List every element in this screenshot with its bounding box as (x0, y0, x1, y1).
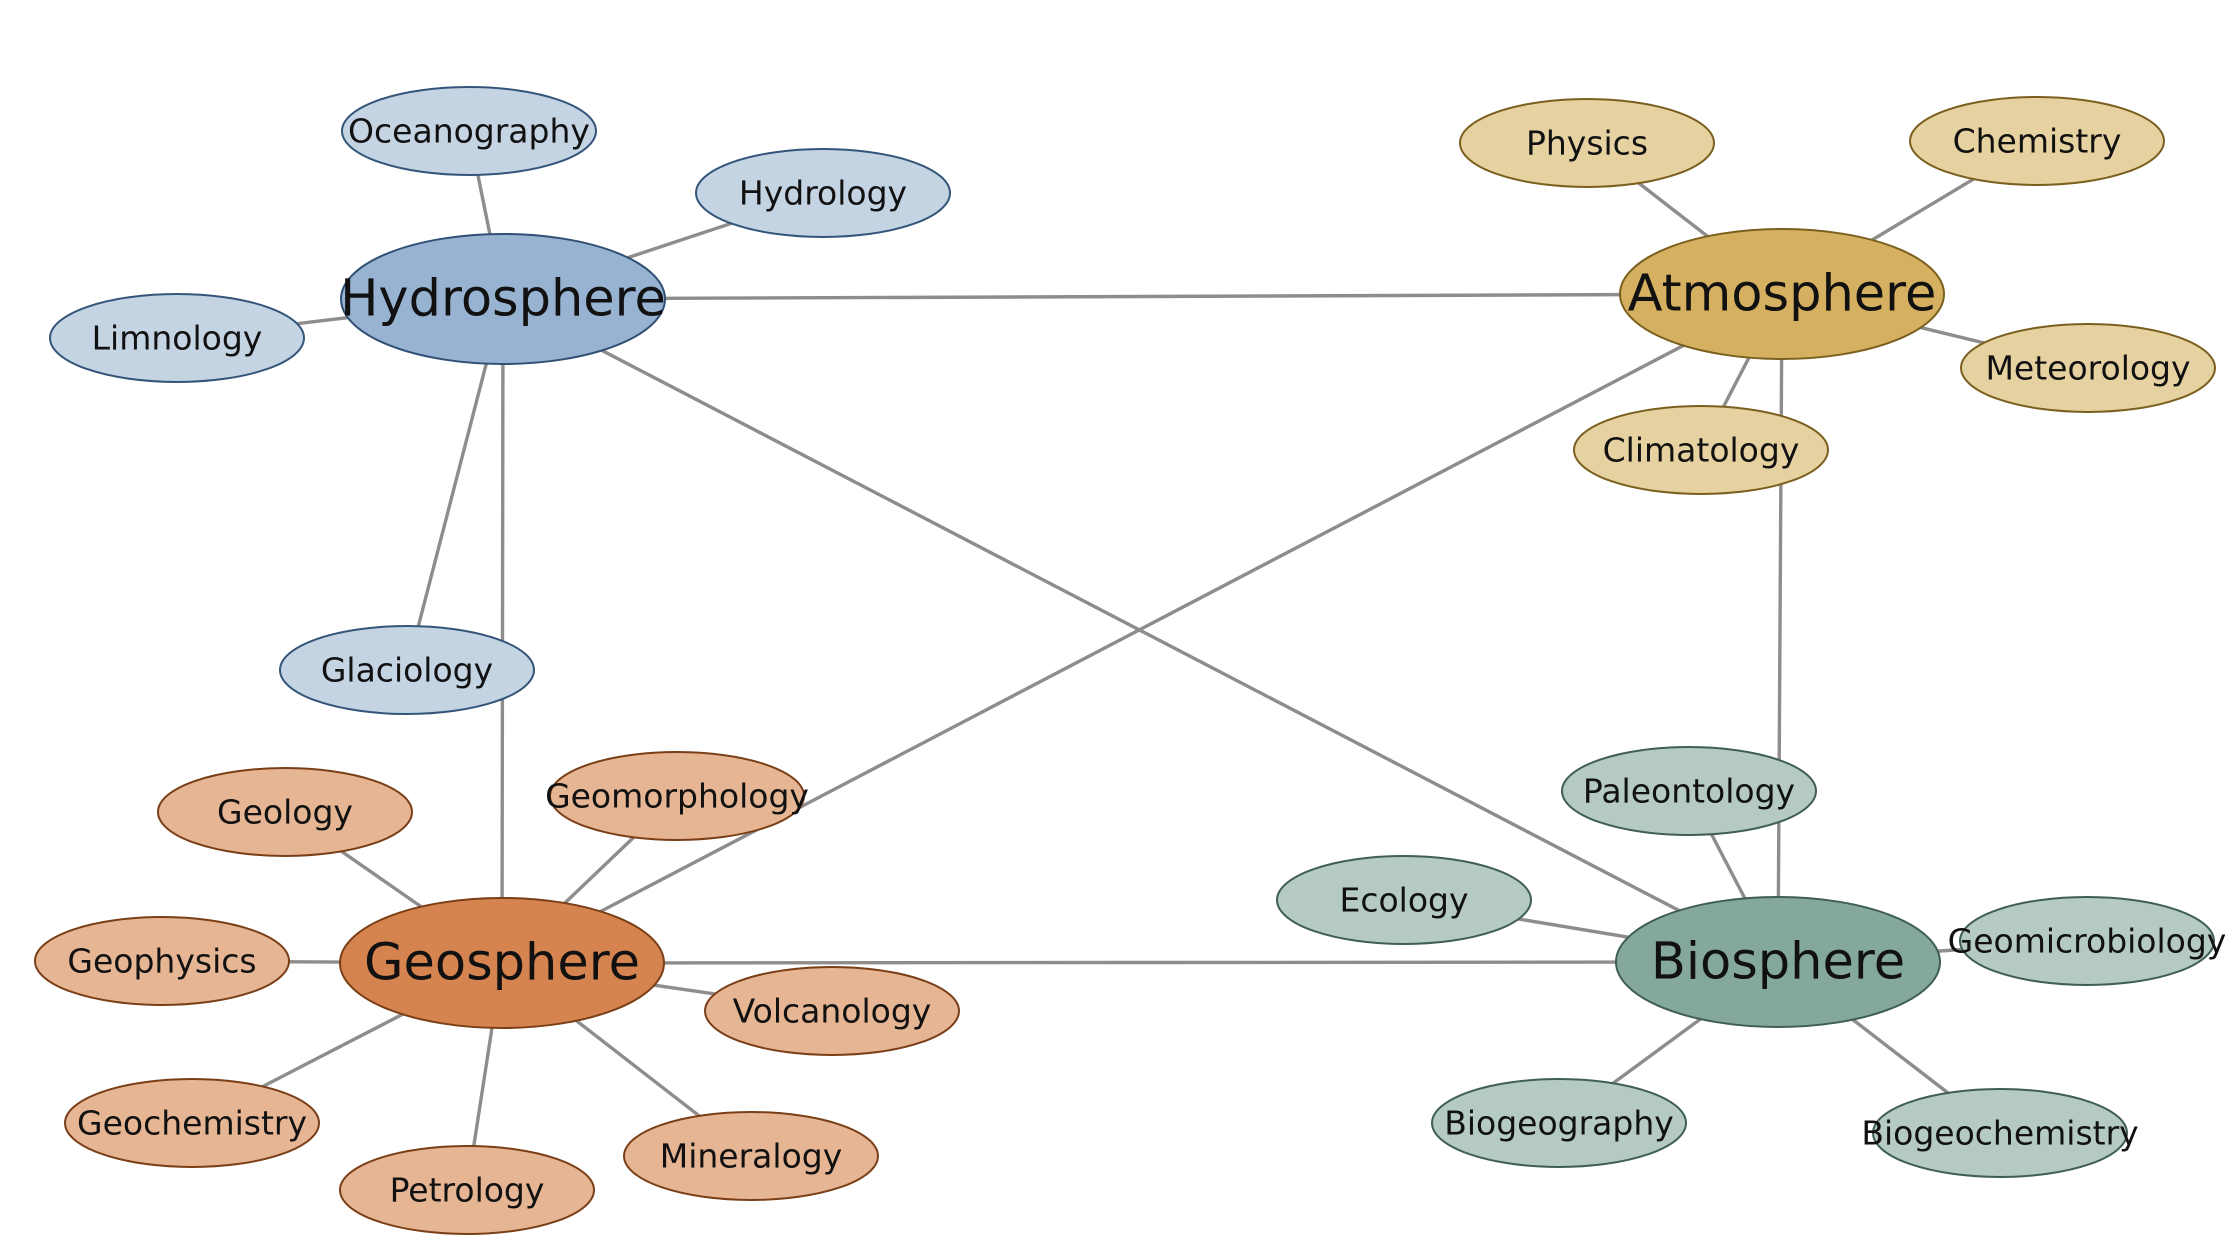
biogeochemistry-ellipse (1872, 1088, 2128, 1178)
geomicrobiology-ellipse (1959, 896, 2215, 986)
node-ecology: Ecology (1276, 855, 1532, 945)
physics-ellipse (1459, 98, 1715, 188)
ecology-label: Ecology (1339, 881, 1468, 920)
geology-label: Geology (217, 793, 353, 832)
node-volcanology: Volcanology (704, 966, 960, 1056)
node-limnology: Limnology (49, 293, 305, 383)
link-atmosphere-biosphere (1776, 293, 1784, 963)
node-atmosphere: Atmosphere (1619, 228, 1945, 360)
petrology-label: Petrology (390, 1171, 545, 1210)
node-glaciology: Glaciology (279, 625, 535, 715)
mineralogy-label: Mineralogy (660, 1137, 842, 1176)
hydrosphere-ellipse (340, 233, 666, 365)
node-physics: Physics (1459, 98, 1715, 188)
link-hydrosphere-atmosphere (502, 292, 1783, 301)
node-climatology: Climatology (1573, 405, 1829, 495)
meteorology-ellipse (1960, 323, 2216, 413)
node-meteorology: Meteorology (1960, 323, 2216, 413)
geomicrobiology-label: Geomicrobiology (1948, 922, 2227, 961)
node-biogeography: Biogeography (1431, 1078, 1687, 1168)
oceanography-label: Oceanography (348, 112, 590, 151)
geophysics-label: Geophysics (67, 942, 256, 981)
node-geophysics: Geophysics (34, 916, 290, 1006)
geomorphology-ellipse (549, 751, 805, 841)
node-hydrology: Hydrology (695, 148, 951, 238)
link-atmosphere-geosphere (501, 292, 1783, 965)
node-biogeochemistry: Biogeochemistry (1861, 1088, 2139, 1178)
geochemistry-label: Geochemistry (77, 1104, 307, 1143)
hydrology-label: Hydrology (739, 174, 907, 213)
node-chemistry: Chemistry (1909, 96, 2165, 186)
node-petrology: Petrology (339, 1145, 595, 1235)
biosphere-ellipse (1615, 896, 1941, 1028)
volcanology-label: Volcanology (733, 992, 932, 1031)
hydrology-ellipse (695, 148, 951, 238)
physics-label: Physics (1526, 124, 1648, 163)
link-geosphere-biosphere (501, 960, 1779, 965)
glaciology-ellipse (279, 625, 535, 715)
node-hydrosphere: Hydrosphere (340, 233, 666, 365)
climatology-ellipse (1573, 405, 1829, 495)
node-geochemistry: Geochemistry (64, 1078, 320, 1168)
nodes-layer: OceanographyHydrologyLimnologyGlaciology… (34, 86, 2227, 1235)
meteorology-label: Meteorology (1985, 349, 2190, 388)
chemistry-label: Chemistry (1953, 122, 2122, 161)
biogeochemistry-label: Biogeochemistry (1861, 1114, 2138, 1153)
limnology-label: Limnology (92, 319, 263, 358)
paleontology-label: Paleontology (1583, 772, 1795, 811)
glaciology-label: Glaciology (321, 651, 493, 690)
ecology-ellipse (1276, 855, 1532, 945)
geosphere-ellipse (339, 897, 665, 1029)
limnology-ellipse (49, 293, 305, 383)
node-mineralogy: Mineralogy (623, 1111, 879, 1201)
chemistry-ellipse (1909, 96, 2165, 186)
node-geology: Geology (157, 767, 413, 857)
hydrosphere-label: Hydrosphere (340, 270, 666, 329)
atmosphere-label: Atmosphere (1628, 265, 1937, 324)
paleontology-ellipse (1561, 746, 1817, 836)
climatology-label: Climatology (1603, 431, 1800, 470)
link-hydrosphere-geosphere (500, 298, 505, 964)
node-biosphere: Biosphere (1615, 896, 1941, 1028)
atmosphere-ellipse (1619, 228, 1945, 360)
geomorphology-label: Geomorphology (545, 777, 809, 816)
mineralogy-ellipse (623, 1111, 879, 1201)
petrology-ellipse (339, 1145, 595, 1235)
biogeography-label: Biogeography (1444, 1104, 1674, 1143)
node-geomicrobiology: Geomicrobiology (1948, 896, 2227, 986)
node-oceanography: Oceanography (341, 86, 597, 176)
oceanography-ellipse (341, 86, 597, 176)
geology-ellipse (157, 767, 413, 857)
geosphere-label: Geosphere (364, 934, 640, 993)
biogeography-ellipse (1431, 1078, 1687, 1168)
node-geosphere: Geosphere (339, 897, 665, 1029)
geophysics-ellipse (34, 916, 290, 1006)
geochemistry-ellipse (64, 1078, 320, 1168)
volcanology-ellipse (704, 966, 960, 1056)
biosphere-label: Biosphere (1651, 933, 1905, 992)
node-paleontology: Paleontology (1561, 746, 1817, 836)
node-geomorphology: Geomorphology (545, 751, 809, 841)
